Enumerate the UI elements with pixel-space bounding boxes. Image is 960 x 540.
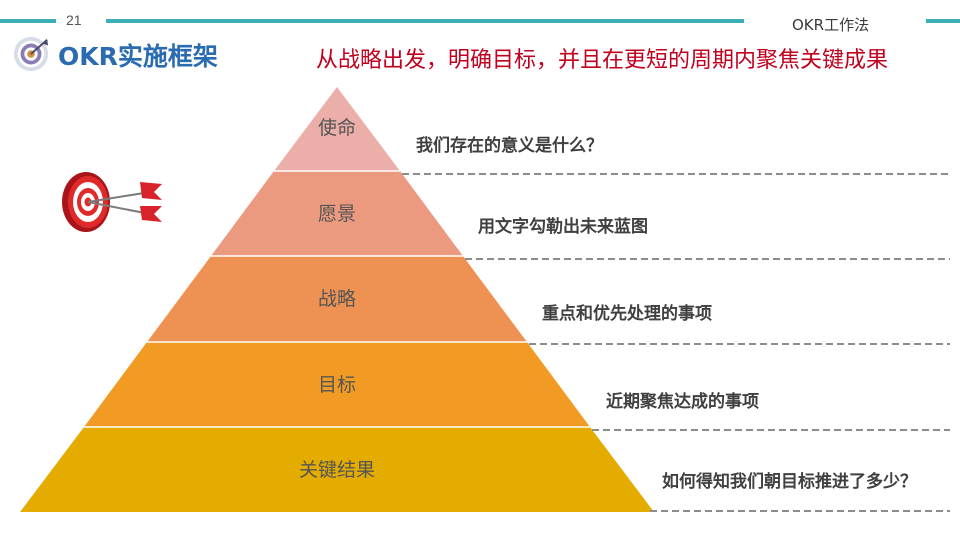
dartboard-with-arrows-icon xyxy=(62,172,162,232)
description-objectives: 近期聚焦达成的事项 xyxy=(606,392,759,412)
pyramid-level-objectives xyxy=(84,342,590,427)
pyramid-label-vision: 愿景 xyxy=(318,203,356,225)
pyramid-level-key-results xyxy=(20,427,654,512)
description-vision: 用文字勾勒出未来蓝图 xyxy=(478,217,648,237)
document-name: OKR工作法 xyxy=(792,16,870,34)
description-strategy: 重点和优先处理的事项 xyxy=(542,304,712,324)
pyramid-label-key-results: 关键结果 xyxy=(299,459,375,481)
pyramid-level-strategy xyxy=(147,256,527,342)
pyramid-label-strategy: 战略 xyxy=(318,288,356,310)
pyramid-level-vision xyxy=(211,171,463,256)
pyramid-level-mission xyxy=(274,87,400,171)
target-logo-icon xyxy=(13,36,49,72)
top-line-right xyxy=(926,19,960,23)
slide-title: OKR实施框架 xyxy=(58,42,218,71)
pyramid-label-mission: 使命 xyxy=(318,117,356,139)
pyramid-label-objectives: 目标 xyxy=(318,374,356,396)
slide-subtitle: 从战略出发，明确目标，并且在更短的周期内聚焦关键成果 xyxy=(316,48,889,73)
top-line-middle xyxy=(106,19,744,23)
description-mission: 我们存在的意义是什么？ xyxy=(416,136,603,156)
page-number: 21 xyxy=(66,12,82,28)
top-line-left xyxy=(0,19,56,23)
description-key-results: 如何得知我们朝目标推进了多少？ xyxy=(662,472,917,492)
